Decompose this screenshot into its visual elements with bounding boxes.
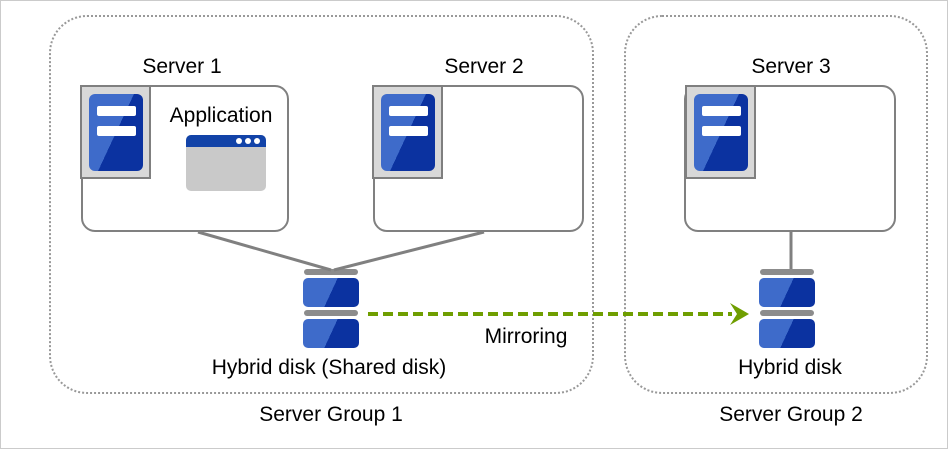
disk-platter	[759, 319, 815, 348]
disk-platter	[303, 278, 359, 307]
tower-server-icon	[89, 94, 143, 171]
server-2-label: Server 2	[444, 55, 524, 78]
disk-cap	[304, 269, 358, 275]
server-icon	[685, 85, 756, 179]
server-slot-bar	[702, 106, 741, 116]
server-slot-bar	[389, 126, 428, 136]
mirroring-label: Mirroring	[484, 325, 568, 348]
hybrid-disk-label: Hybrid disk	[738, 356, 842, 379]
server-slot-bar	[97, 126, 136, 136]
server-group-1-label: Server Group 1	[259, 403, 403, 426]
hybrid-disk-icon	[759, 269, 815, 348]
server-slot-bar	[389, 106, 428, 116]
application-window-titlebar	[186, 135, 266, 147]
server-3-label: Server 3	[751, 55, 831, 78]
server-icon	[372, 85, 443, 179]
application-window-icon	[186, 135, 266, 191]
server-group-2-label: Server Group 2	[719, 403, 863, 426]
server-slot-bar	[97, 106, 136, 116]
server-icon	[80, 85, 151, 179]
shared-disk-label: Hybrid disk (Shared disk)	[211, 356, 447, 379]
disk-cap	[304, 310, 358, 316]
application-label: Application	[169, 104, 273, 127]
tower-server-icon	[381, 94, 435, 171]
server-slot-bar	[702, 126, 741, 136]
disk-cap	[760, 310, 814, 316]
window-dot-icon	[236, 138, 242, 144]
disk-platter	[303, 319, 359, 348]
server-group-2-box	[624, 15, 928, 394]
disk-platter	[759, 278, 815, 307]
tower-server-icon	[694, 94, 748, 171]
window-dot-icon	[245, 138, 251, 144]
server-1-label: Server 1	[142, 55, 222, 78]
disk-cap	[760, 269, 814, 275]
window-dot-icon	[254, 138, 260, 144]
server-group-1-box	[49, 15, 594, 394]
hybrid-disk-icon	[303, 269, 359, 348]
